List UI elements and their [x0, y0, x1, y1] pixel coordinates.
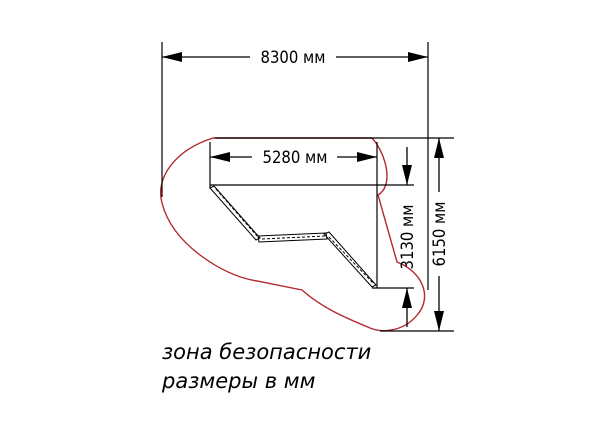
dimension-inner-width: 5280 мм — [210, 148, 377, 167]
dimension-overall-depth: 6150 мм — [430, 138, 449, 331]
beam-right-segment — [323, 231, 377, 288]
dimension-label-inner-width: 5280 мм — [263, 148, 328, 167]
beam-left-segment — [209, 185, 261, 241]
beam-middle-segment — [257, 232, 328, 243]
dimension-overall-width: 8300 мм — [162, 48, 428, 67]
dimension-label-inner-depth: 3130 мм — [398, 205, 417, 270]
dimension-label-overall-depth: 6150 мм — [430, 202, 449, 267]
safety-zone-outline — [160, 137, 426, 332]
dimension-label-overall-width: 8300 мм — [261, 48, 326, 67]
legend-safety-zone: зона безопасности — [162, 340, 371, 364]
legend-units: размеры в мм — [161, 369, 316, 393]
equipment-beam — [209, 185, 377, 288]
dimension-inner-depth: 3130 мм — [398, 147, 417, 327]
